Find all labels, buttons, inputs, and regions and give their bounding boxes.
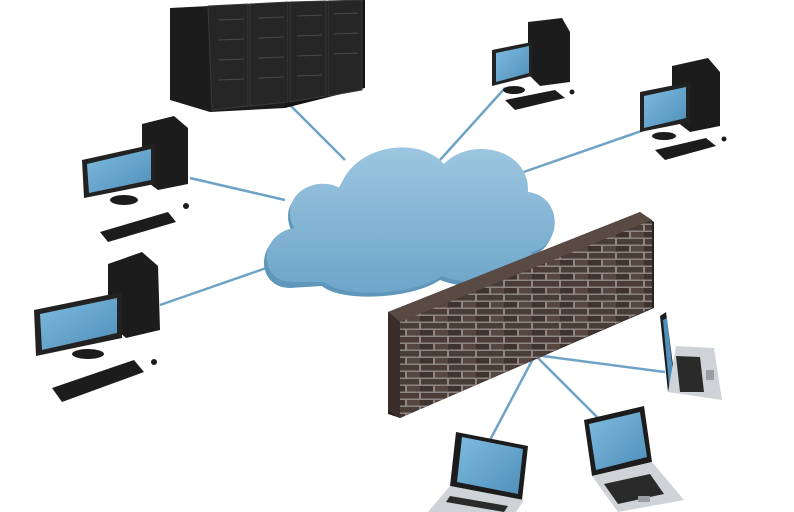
link-firewall-laptop-right <box>534 353 666 374</box>
brick-firewall-icon <box>388 212 654 418</box>
desktop-computer-icon <box>492 18 575 110</box>
server-rack-icon <box>170 0 365 112</box>
link-firewall-laptop-bottom-right <box>534 354 601 421</box>
laptop-icon <box>428 432 528 512</box>
link-desktop-right-cloud <box>514 126 651 177</box>
link-desktop-left-cloud <box>189 176 286 202</box>
desktop-computer-icon <box>82 116 189 242</box>
laptop-icon <box>660 312 722 400</box>
cloud-icon <box>263 147 555 297</box>
link-firewall-laptop-bottom-left <box>488 354 537 441</box>
link-desktop-bottom-left-cloud <box>159 263 276 307</box>
desktop-computer-icon <box>640 58 727 160</box>
link-desktop-top-right-cloud <box>439 87 506 161</box>
laptop-icon <box>584 406 684 512</box>
desktop-computer-icon <box>34 252 160 402</box>
